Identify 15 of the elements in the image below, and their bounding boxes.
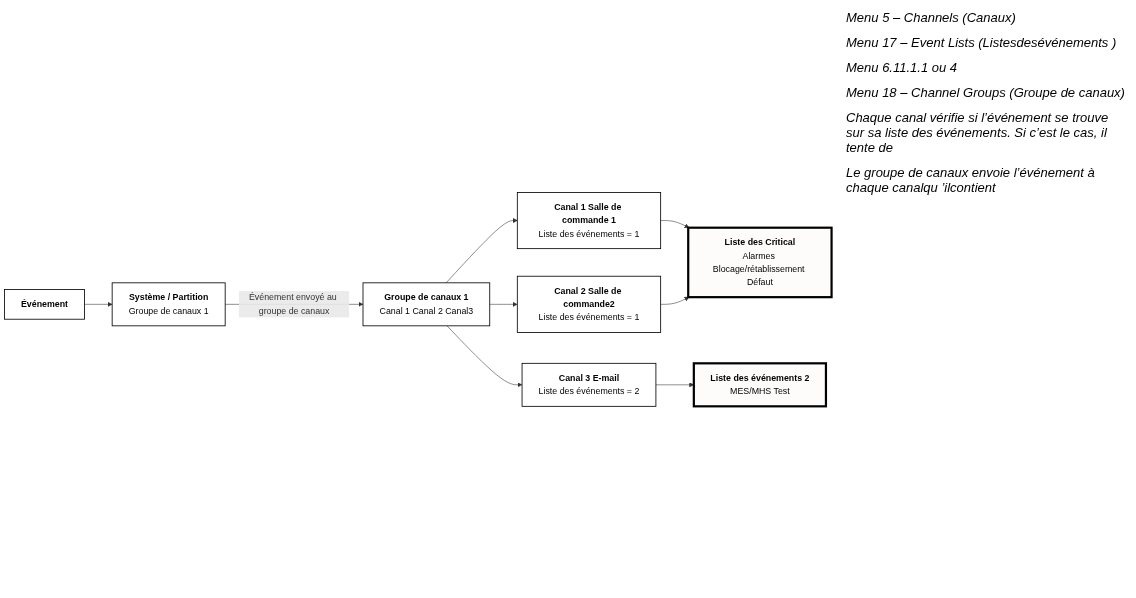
note-text: Menu 6.11.1.1 ou 4 <box>846 60 959 75</box>
note-text: Menu 17 – Event Lists (Listesdesévénements ) <box>846 35 1118 50</box>
node-box: Liste des événements 2 MES/MHS Test <box>692 361 828 408</box>
note-text: Le groupe de canaux envoie l’événement à chaque canalqu ’ilcontient <box>846 165 1096 195</box>
node-box: Liste des Critical Alarmes Blocage/rétablissement Défaut <box>687 226 833 298</box>
node-box: Canal 3 E-mail Liste des événements = 2 <box>521 362 657 407</box>
note-text: Menu 5 – Channels (Canaux) <box>846 10 1017 25</box>
node-box: Canal 2 Salle de commande2 Liste des événements = 1 <box>516 275 662 333</box>
node-box: Canal 1 Salle de commande 1 Liste des événements = 1 <box>516 191 662 249</box>
node-box: Groupe de canaux 1 Canal 1 Canal 2 Canal3 <box>362 282 491 326</box>
note-text: Chaque canal vérifie si l’événement se trouve sur sa liste des événements. Si c’est le cas, il tente de <box>846 110 1110 155</box>
node-box: Événement <box>4 288 85 320</box>
edge-label: Événement envoyé au groupe de canaux <box>248 292 337 315</box>
note-text: Menu 18 – Channel Groups (Groupe de canaux) <box>846 85 1126 100</box>
node-box: Système / Partition Groupe de canaux 1 <box>111 282 226 326</box>
